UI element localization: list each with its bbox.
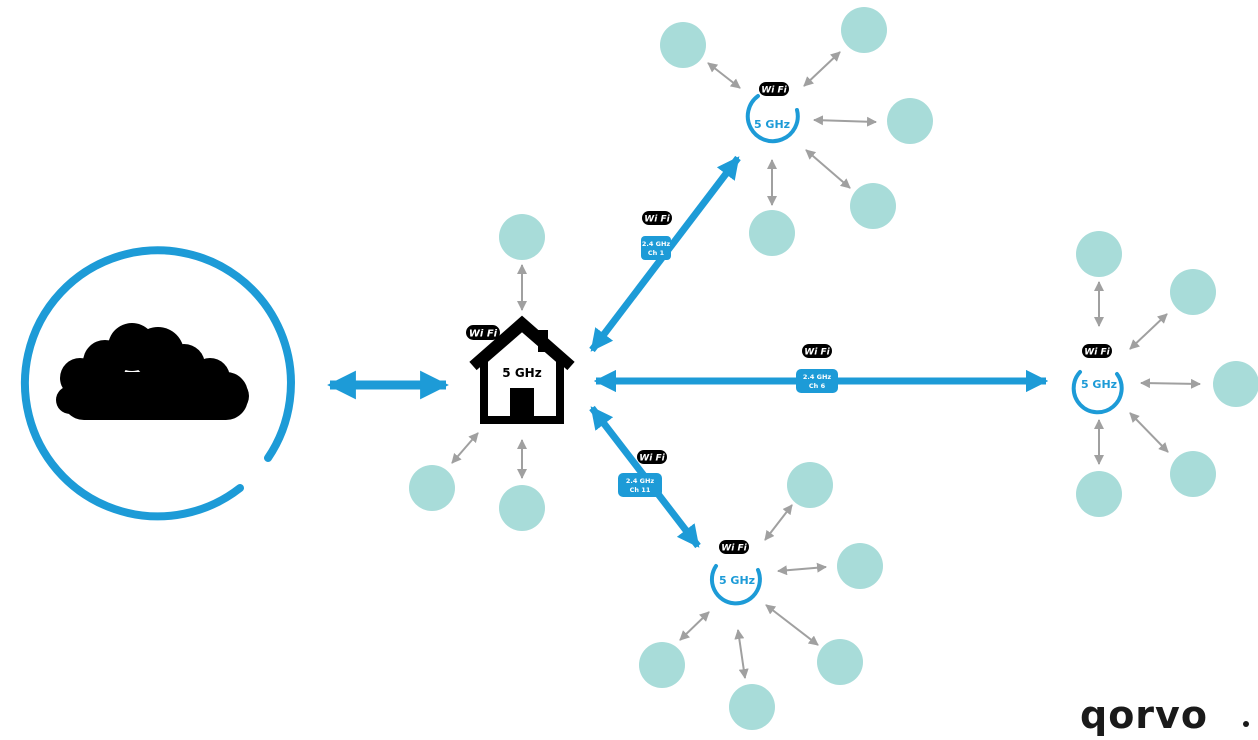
device-node — [1076, 471, 1122, 517]
wifi-badge-icon: Wi Fi — [466, 325, 500, 340]
svg-text:Ch 6: Ch 6 — [809, 382, 826, 390]
house-icon — [469, 315, 575, 424]
svg-text:Ch 11: Ch 11 — [630, 486, 651, 494]
device-node — [409, 465, 455, 511]
device-link-arrow — [777, 562, 827, 576]
svg-text:Wi Fi: Wi Fi — [639, 454, 665, 464]
device-node — [1076, 231, 1122, 277]
device-link-arrow — [679, 611, 710, 641]
device-link-arrow — [765, 604, 819, 646]
wifi-badge-icon: Wi Fi — [1082, 344, 1112, 358]
wifi-badge-icon: Wi Fi — [802, 344, 832, 358]
device-node — [749, 210, 795, 256]
device-node — [499, 214, 545, 260]
device-link-arrow — [764, 504, 793, 541]
svg-text:Ch 1: Ch 1 — [648, 249, 665, 257]
svg-text:2.4 GHz: 2.4 GHz — [803, 373, 832, 381]
device-node — [1170, 451, 1216, 497]
device-node — [887, 98, 933, 144]
satellite-bottom: 5 GHz Wi Fi — [639, 462, 883, 730]
svg-text:2.4 GHz: 2.4 GHz — [626, 477, 655, 485]
device-node — [1170, 269, 1216, 315]
svg-text:Wi Fi: Wi Fi — [469, 329, 498, 340]
device-link-arrow — [707, 62, 741, 89]
device-node — [837, 543, 883, 589]
router-devices — [409, 214, 545, 531]
device-link-arrow — [1140, 378, 1201, 389]
svg-text:Wi Fi: Wi Fi — [804, 348, 830, 358]
device-node — [1213, 361, 1258, 407]
device-link-arrow — [1129, 313, 1168, 350]
backhaul-link-top: 2.4 GHz Ch 1 Wi Fi — [589, 155, 741, 353]
device-node — [850, 183, 896, 229]
wifi-badge-icon: Wi Fi — [719, 540, 749, 554]
satellite-band-label: 5 GHz — [754, 118, 790, 131]
channel-badge: 2.4 GHz Ch 6 — [796, 369, 838, 393]
logo-dot — [1243, 721, 1249, 727]
satellite-right: 5 GHz Wi Fi — [1071, 231, 1258, 517]
device-node — [841, 7, 887, 53]
svg-text:2.4 GHz: 2.4 GHz — [642, 240, 671, 248]
satellite-ring — [709, 564, 762, 606]
svg-text:Wi Fi: Wi Fi — [761, 86, 787, 96]
device-node — [499, 485, 545, 531]
wifi-badge-icon: Wi Fi — [642, 211, 672, 225]
backhaul-link-bottom: 2.4 GHz Ch 11 Wi Fi — [589, 405, 701, 549]
device-node — [817, 639, 863, 685]
device-node — [787, 462, 833, 508]
cloud-icon — [56, 323, 249, 420]
channel-badge: 2.4 GHz Ch 11 — [618, 473, 662, 497]
wifi-badge-icon: Wi Fi — [759, 82, 789, 96]
device-link-arrow — [813, 115, 877, 127]
backhaul-link-right: 2.4 GHz Ch 6 Wi Fi — [593, 344, 1049, 393]
satellite-ring — [745, 94, 800, 144]
device-link-arrow — [1129, 412, 1169, 453]
cloud-ring — [20, 246, 295, 521]
main-router: 5 GHz Wi Fi — [466, 315, 575, 424]
router-band-label: 5 GHz — [502, 366, 541, 380]
wifi-badge-icon: Wi Fi — [637, 450, 667, 464]
channel-badge: 2.4 GHz Ch 1 — [641, 236, 671, 260]
qorvo-logo: qorvo — [1080, 693, 1208, 737]
device-link-arrow — [803, 51, 841, 87]
device-link-arrow — [734, 629, 749, 679]
internet-cloud — [20, 246, 295, 521]
satellite-top: 5 GHz Wi Fi — [660, 7, 933, 256]
satellite-ring — [1071, 370, 1124, 415]
device-node — [729, 684, 775, 730]
svg-text:Wi Fi: Wi Fi — [644, 215, 670, 225]
satellite-band-label: 5 GHz — [719, 574, 755, 587]
device-link-arrow — [451, 432, 479, 464]
svg-text:Wi Fi: Wi Fi — [721, 544, 747, 554]
svg-text:Wi Fi: Wi Fi — [1084, 348, 1110, 358]
device-node — [639, 642, 685, 688]
satellite-band-label: 5 GHz — [1081, 378, 1117, 391]
device-node — [660, 22, 706, 68]
device-link-arrow — [805, 149, 851, 189]
